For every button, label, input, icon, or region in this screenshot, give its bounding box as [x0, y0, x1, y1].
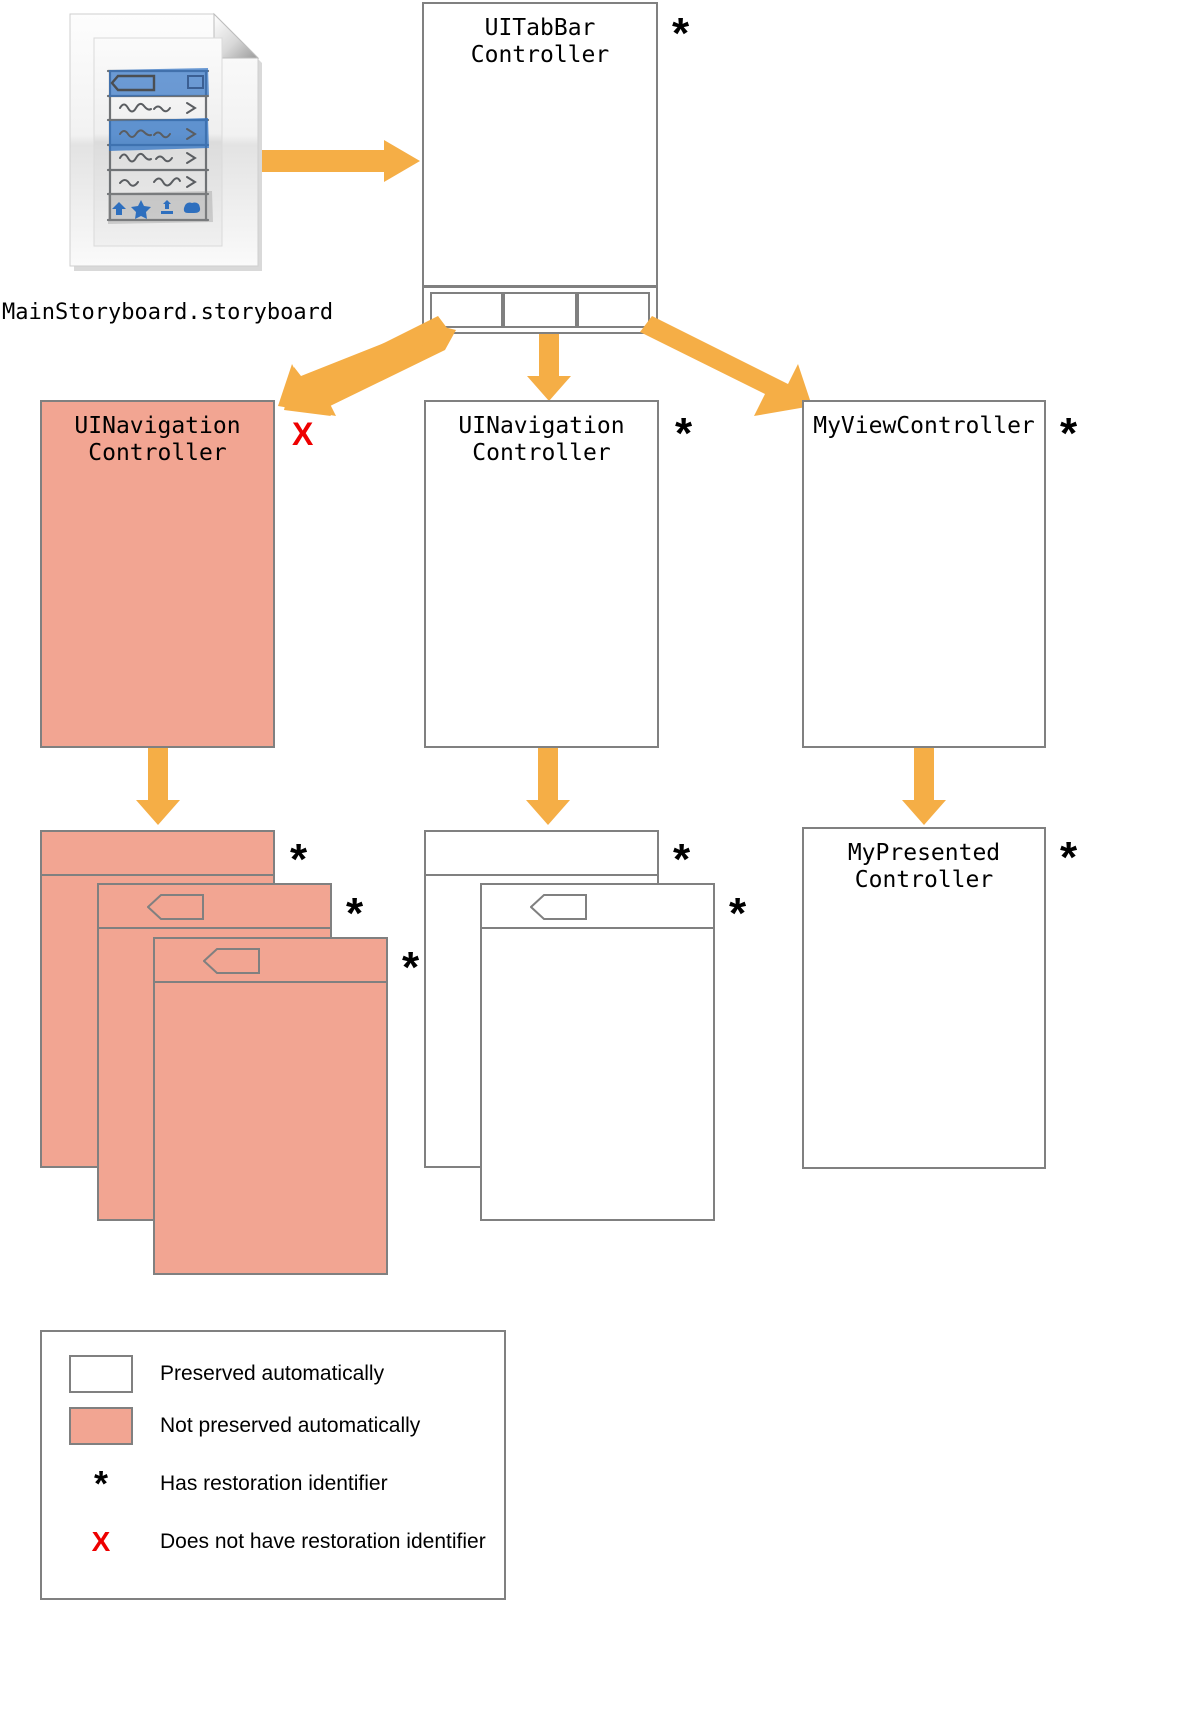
stack-card-middle-2[interactable]	[480, 883, 715, 1221]
arrow-nav-middle-to-stack	[524, 748, 572, 826]
arrow-myviewcontroller-to-presented	[900, 748, 948, 826]
node-mypresentedcontroller[interactable]: MyPresented Controller	[802, 827, 1046, 1169]
node-uitabbarcontroller-label: UITabBar Controller	[470, 15, 610, 68]
arrow-tabbar-to-nav-left	[270, 316, 460, 416]
arrow-nav-left-to-stack	[134, 748, 182, 826]
mark-x-nav-left: X	[292, 416, 314, 452]
node-myviewcontroller-label: MyViewController	[813, 413, 1035, 439]
legend-key-x: X	[42, 1528, 160, 1556]
arrow-storyboard-to-tabbar	[262, 140, 422, 182]
legend-row-not-preserved: Not preserved automatically	[42, 1400, 504, 1452]
tabbar-item-3[interactable]	[576, 292, 650, 328]
legend-box: Preserved automatically Not preserved au…	[40, 1330, 506, 1600]
mark-asterisk-myviewcontroller: *	[1060, 409, 1078, 458]
legend-key-asterisk: *	[42, 1466, 160, 1502]
arrow-tabbar-to-myviewcontroller	[630, 316, 820, 416]
node-uinavigationcontroller-middle-label: UINavigation Controller	[458, 413, 625, 466]
mark-asterisk-left-stack-3: *	[402, 943, 420, 992]
legend-swatch-salmon	[69, 1407, 133, 1445]
mark-asterisk-tabbar: *	[672, 9, 690, 58]
node-uinavigationcontroller-left[interactable]: UINavigation Controller	[40, 400, 275, 748]
navbar-strip-left-1	[42, 832, 273, 876]
navbar-strip-left-3	[155, 939, 386, 983]
tabbar-strip	[424, 285, 656, 332]
legend-key-not-preserved	[42, 1407, 160, 1445]
mark-asterisk-left-stack-1: *	[290, 835, 308, 884]
node-uinavigationcontroller-middle[interactable]: UINavigation Controller	[424, 400, 659, 748]
stack-card-left-3[interactable]	[153, 937, 388, 1275]
legend-row-no-identifier: X Does not have restoration identifier	[42, 1516, 504, 1568]
storyboard-file-caption: MainStoryboard.storyboard	[2, 300, 334, 325]
node-myviewcontroller[interactable]: MyViewController	[802, 400, 1046, 748]
legend-x-icon: X	[91, 1526, 111, 1557]
legend-row-has-identifier: * Has restoration identifier	[42, 1458, 504, 1510]
arrow-tabbar-to-nav-middle	[525, 334, 573, 402]
legend-asterisk-icon: *	[93, 1463, 108, 1504]
node-mypresentedcontroller-label: MyPresented Controller	[847, 840, 1001, 893]
legend-key-preserved	[42, 1355, 160, 1393]
legend-label-no-identifier: Does not have restoration identifier	[160, 1530, 486, 1553]
back-chevron-icon-left-3[interactable]	[203, 948, 261, 974]
mark-asterisk-middle-stack-1: *	[673, 835, 691, 884]
tabbar-item-2[interactable]	[503, 292, 577, 328]
legend-label-not-preserved: Not preserved automatically	[160, 1414, 421, 1437]
node-uinavigationcontroller-left-label: UINavigation Controller	[74, 413, 241, 466]
legend-row-preserved: Preserved automatically	[42, 1348, 504, 1400]
mark-asterisk-left-stack-2: *	[346, 889, 364, 938]
legend-label-preserved: Preserved automatically	[160, 1362, 385, 1385]
mark-asterisk-middle-stack-2: *	[729, 889, 747, 938]
node-uitabbarcontroller[interactable]: UITabBar Controller	[422, 2, 658, 334]
legend-swatch-white	[69, 1355, 133, 1393]
back-chevron-icon-middle-2[interactable]	[530, 894, 588, 920]
navbar-strip-left-2	[99, 885, 330, 929]
mark-asterisk-nav-middle: *	[675, 409, 693, 458]
storyboard-document-icon	[62, 8, 267, 273]
navbar-strip-middle-1	[426, 832, 657, 876]
navbar-strip-middle-2	[482, 885, 713, 929]
mark-asterisk-mypresentedcontroller: *	[1060, 833, 1078, 882]
back-chevron-icon-left-2[interactable]	[147, 894, 205, 920]
legend-label-has-identifier: Has restoration identifier	[160, 1472, 388, 1495]
